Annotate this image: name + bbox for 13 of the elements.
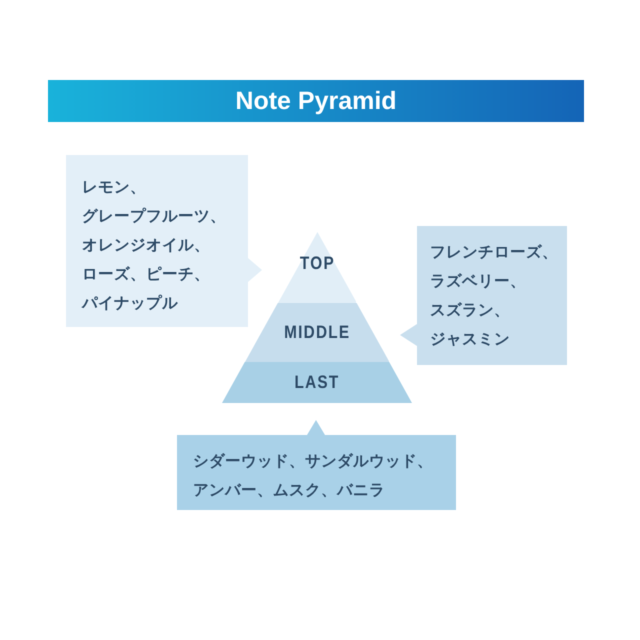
tier-label: LAST <box>293 372 341 392</box>
note-list: フレンチローズ、ラズベリー、スズラン、ジャスミン <box>430 238 562 354</box>
pyramid-tier <box>278 232 356 303</box>
speech-bubble <box>66 155 262 327</box>
speech-bubble <box>400 226 567 365</box>
speech-bubble <box>177 420 456 510</box>
pyramid-tier <box>244 303 390 362</box>
note-list: シダーウッド、サンダルウッド、アンバー、ムスク、バニラ <box>193 447 443 505</box>
note-list: レモン、グレープフルーツ、オレンジオイル、ローズ、ピーチ、パイナップル <box>82 173 232 318</box>
tier-label: MIDDLE <box>282 322 352 342</box>
title-banner: Note Pyramid <box>48 80 584 122</box>
tier-label: TOP <box>298 252 336 274</box>
pyramid-tier <box>222 362 412 403</box>
